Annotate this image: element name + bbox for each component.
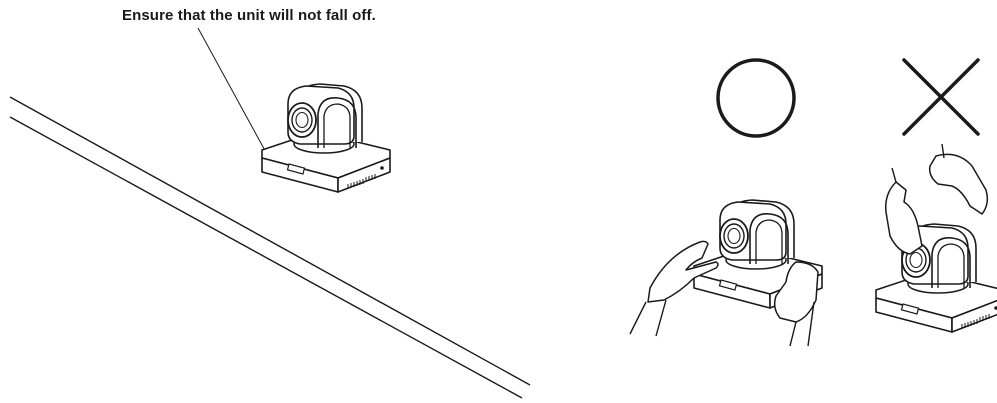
left-hand <box>648 241 718 302</box>
right-hand-on-head <box>930 154 988 214</box>
table-edge-upper <box>10 97 530 385</box>
camera-on-table <box>262 84 390 192</box>
left-hand-on-head <box>886 182 922 254</box>
incorrect-cross-icon <box>904 60 978 134</box>
correct-circle-icon <box>718 60 794 136</box>
leader-line <box>198 28 268 156</box>
correct-handling-illustration <box>630 200 822 346</box>
incorrect-handling-illustration <box>876 144 997 332</box>
